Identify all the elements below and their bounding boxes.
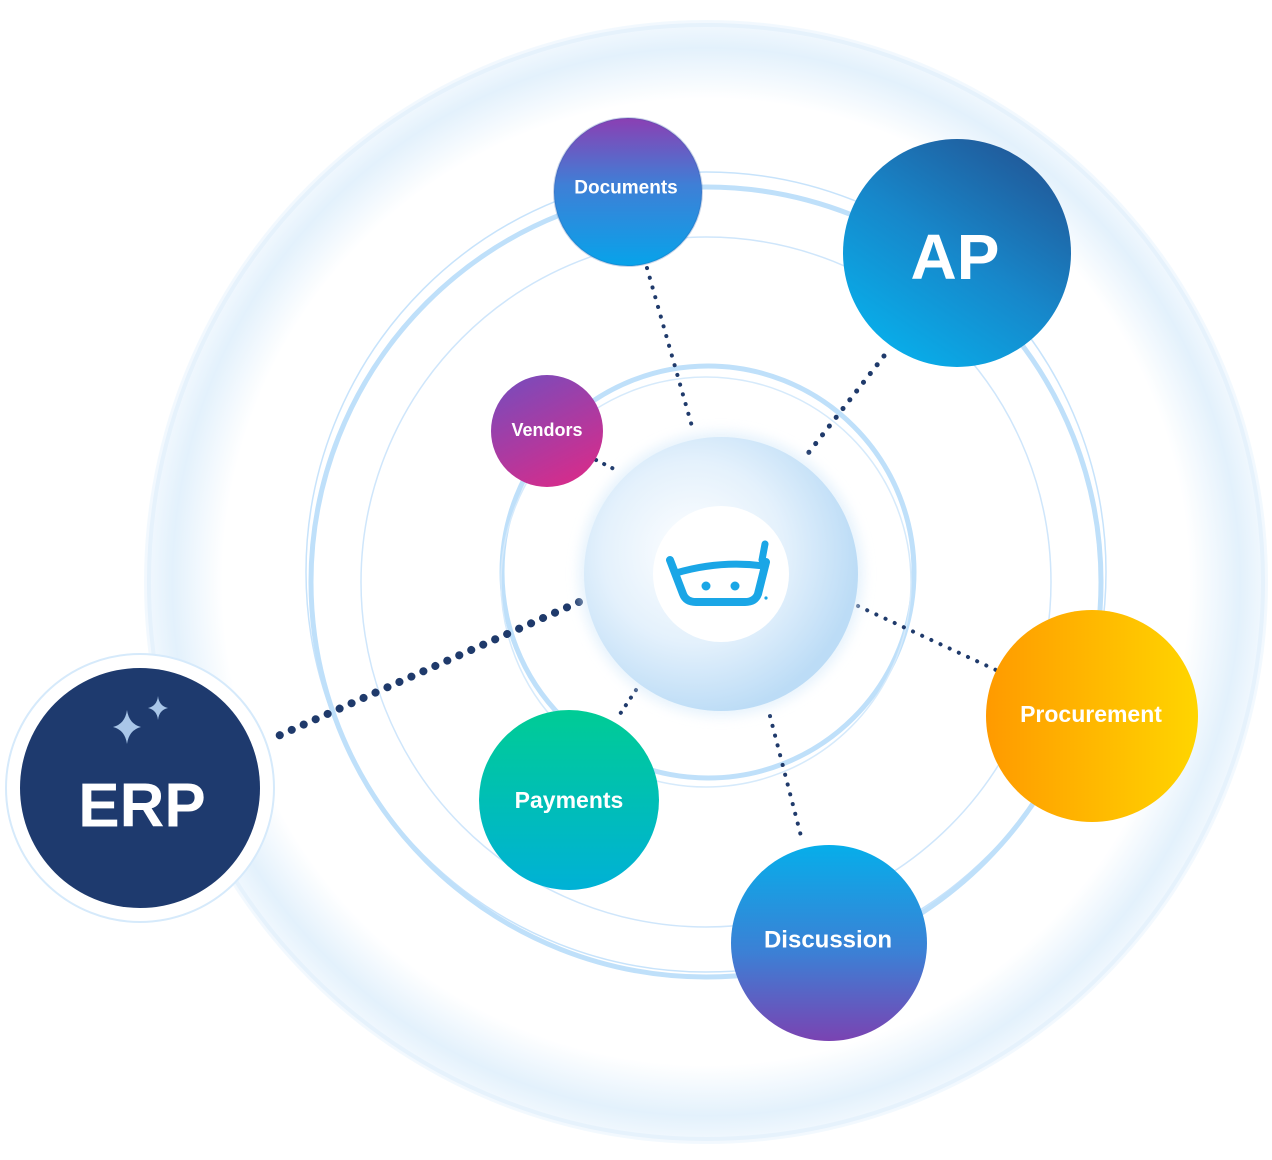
hub[interactable] (579, 432, 863, 716)
orbit-ring-main (308, 184, 1104, 980)
connectors (265, 266, 998, 842)
node-documents[interactable]: Documents (553, 117, 703, 267)
node-ap-label: AP (911, 221, 1000, 293)
basket-smile-logo-icon (666, 540, 770, 606)
node-procurement-label: Procurement (1020, 701, 1162, 727)
connector-erp (265, 598, 583, 744)
node-vendors-label: Vendors (511, 420, 582, 440)
outer-halo-edge (147, 23, 1265, 1141)
connector-documents (645, 266, 695, 432)
sparkle-icon (113, 696, 168, 744)
orbit-ring-inner (499, 363, 917, 781)
node-procurement[interactable]: Procurement (986, 610, 1198, 822)
node-discussion[interactable]: Discussion (731, 845, 927, 1041)
node-ap-circle (843, 139, 1071, 367)
node-procurement-circle (986, 610, 1198, 822)
node-payments-circle (479, 710, 659, 890)
node-payments[interactable]: Payments (479, 710, 659, 890)
orbit-ring-inner-thin (500, 376, 912, 788)
node-erp-circle (20, 668, 260, 908)
orbit-ring-outer (305, 171, 1107, 973)
connector-ap (803, 353, 887, 459)
node-payments-label: Payments (515, 787, 624, 813)
connector-discussion (768, 714, 804, 842)
connector-payments (614, 688, 638, 722)
node-vendors[interactable]: Vendors (491, 375, 603, 487)
node-erp[interactable]: ERP (5, 653, 275, 923)
node-erp-label: ERP (78, 772, 205, 841)
node-discussion-circle (731, 845, 927, 1041)
node-documents-label: Documents (574, 178, 677, 199)
node-ap[interactable]: AP (843, 139, 1071, 367)
node-discussion-label: Discussion (764, 927, 892, 954)
orbit-ring-mid (360, 236, 1052, 928)
hub-logo-plate (653, 506, 789, 642)
node-vendors-circle (491, 375, 603, 487)
node-documents-circle (553, 117, 703, 267)
